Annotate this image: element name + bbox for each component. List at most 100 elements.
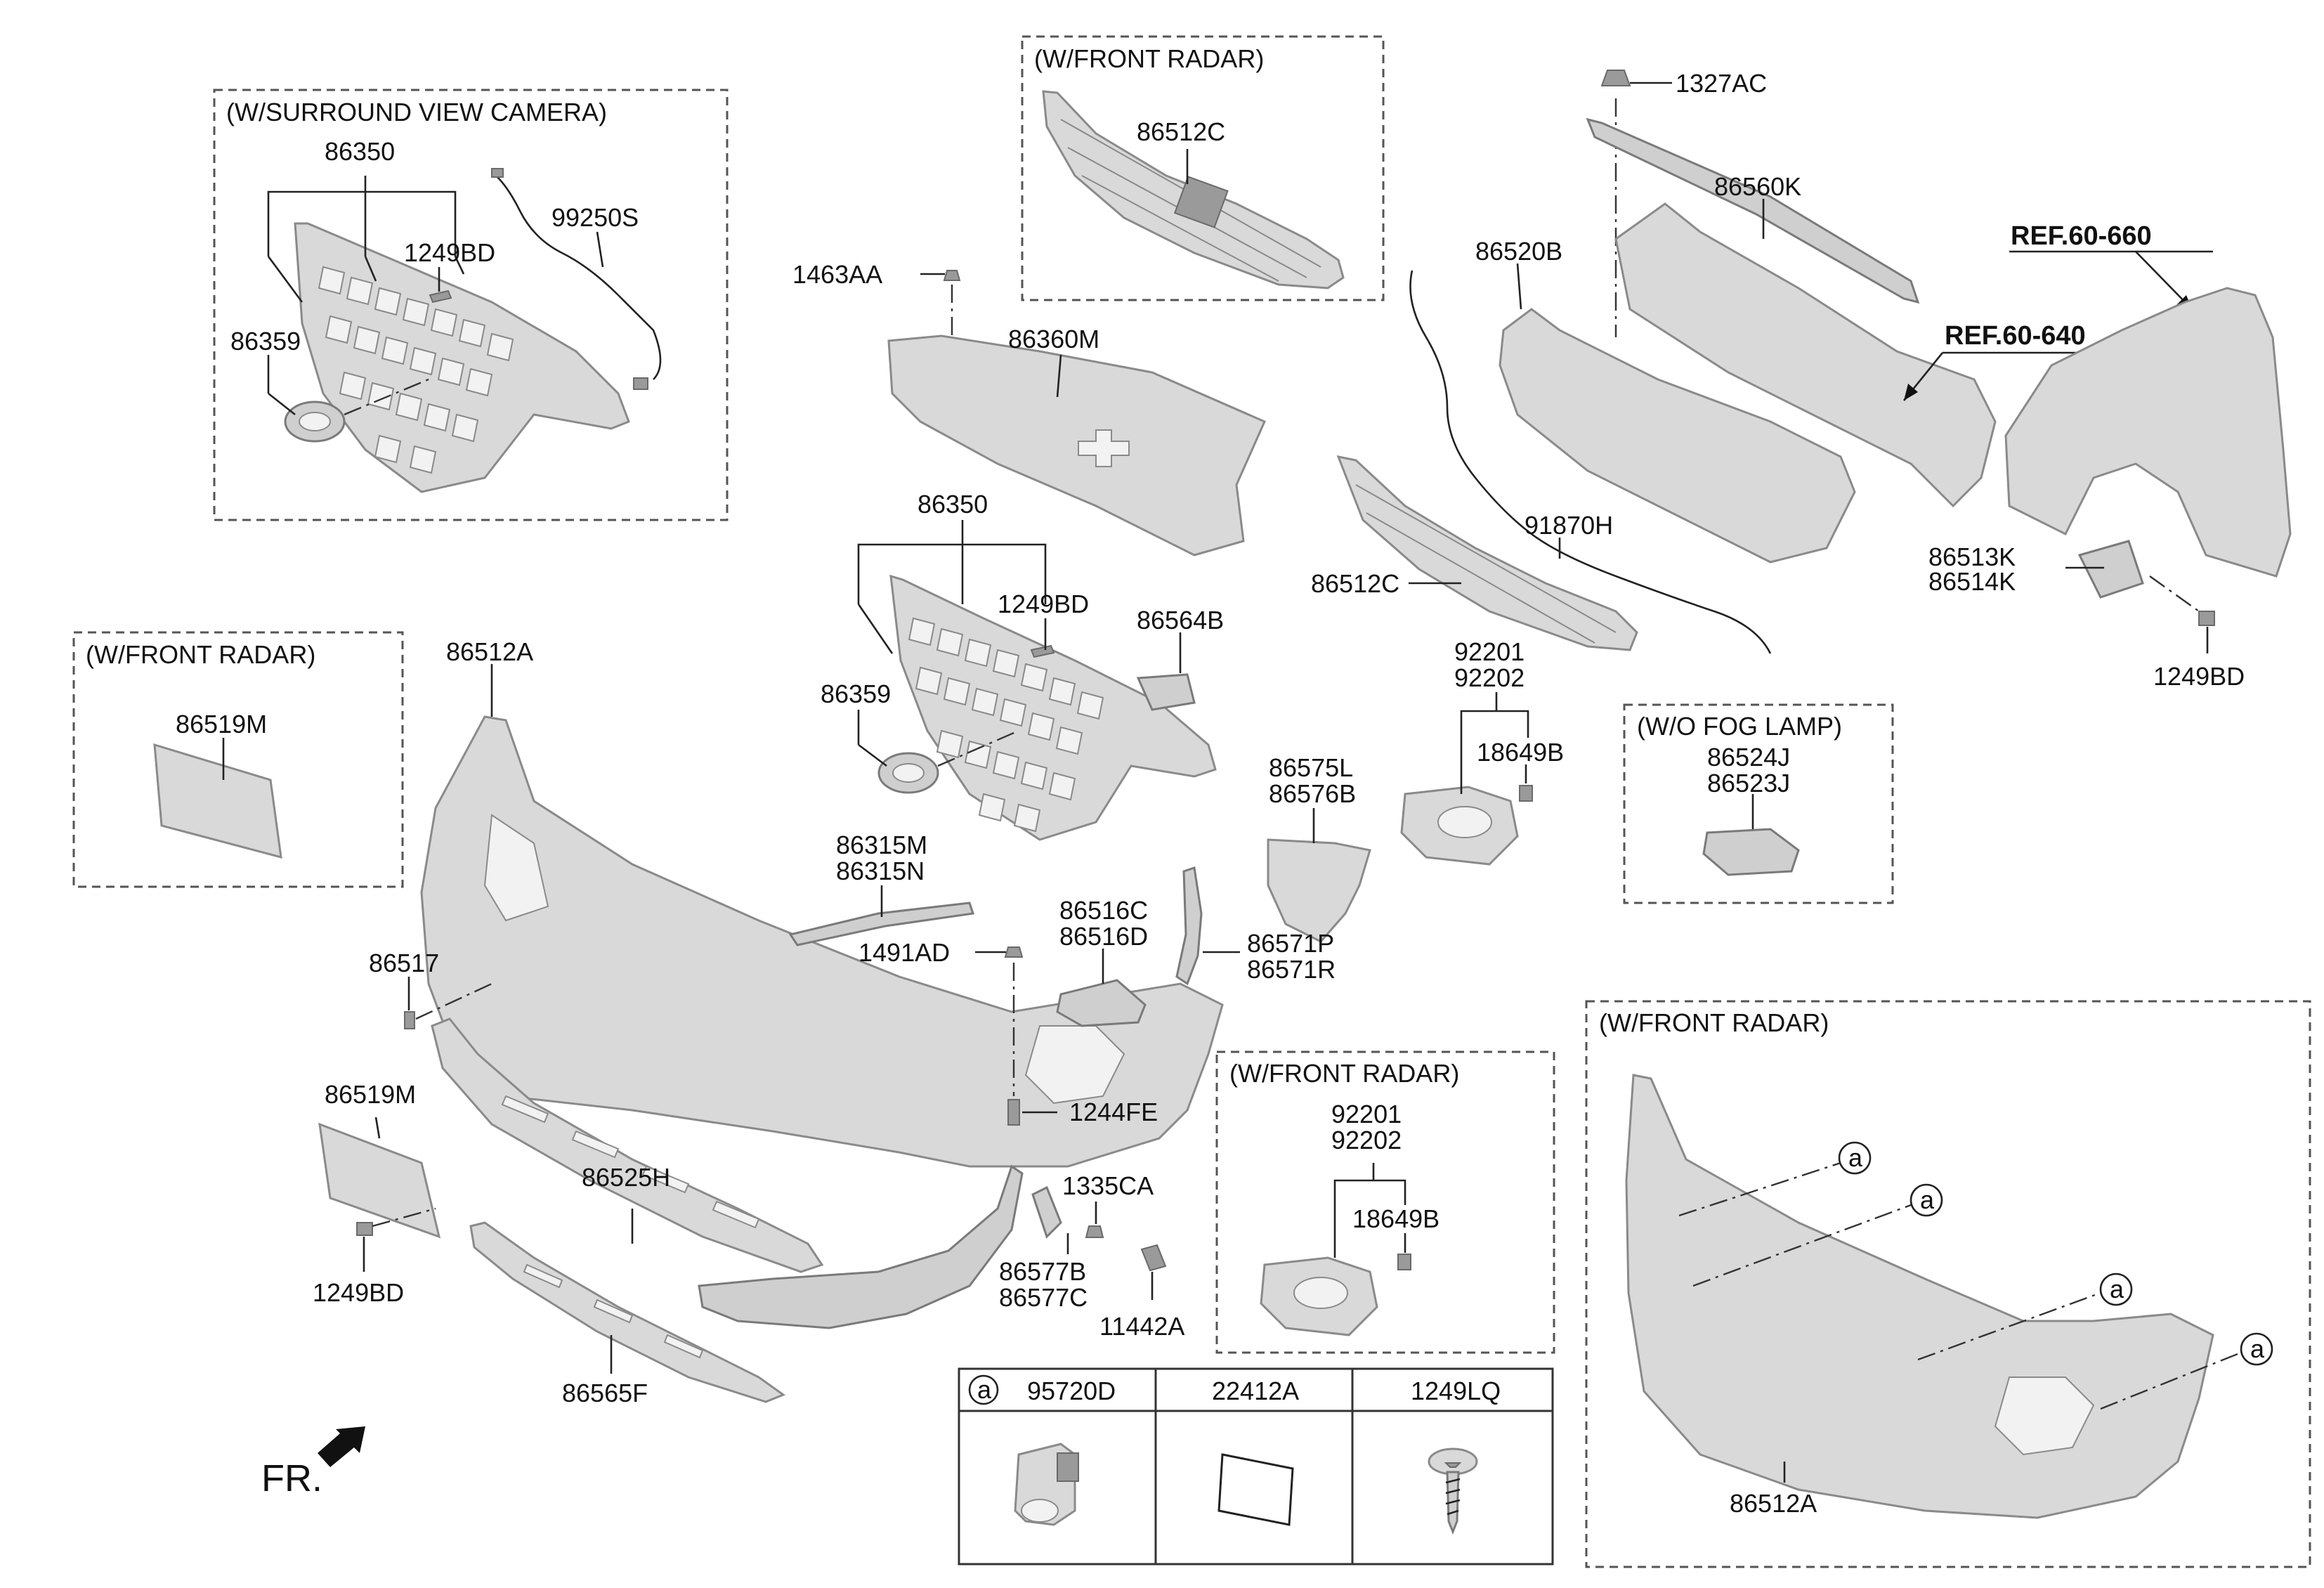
lower-skirt [698,1164,1024,1329]
label-1249bd-svc: 1249BD [404,238,495,267]
label-18649b-a: 18649B [1477,738,1564,767]
emblem-svc-inner [299,412,331,431]
leader-86359-main-b [858,743,887,767]
label-ref640: REF.60-640 [1945,321,2086,351]
skid-plate-86565f [469,1221,786,1403]
leader-86350-svc-m [364,256,377,282]
bracket-86571p [1175,866,1203,986]
fog-lamp-opening-radar [1994,1377,2095,1456]
box-front-radar-top [1021,35,1385,301]
bracket-86577b [1031,1185,1062,1239]
callout-a4-label: a [2250,1334,2265,1363]
label-92202-b: 92202 [1331,1126,1402,1154]
adhesive-pad-icon [1218,1453,1294,1526]
leader-86359-svc-b [268,392,296,416]
label-86315m: 86315M [836,831,927,859]
leader-86350-main [857,543,1047,604]
label-11442a: 11442A [1099,1312,1184,1341]
camera-harness-99250s [491,171,662,380]
direction-arrow-icon [318,1426,365,1467]
box-front-radar-right-label: (W/FRONT RADAR) [1599,1008,1829,1037]
box-front-radar-bottom [1215,1050,1555,1354]
label-86315n: 86315N [836,857,925,885]
direction-label: FR. [261,1457,322,1499]
label-86520b: 86520B [1475,237,1562,266]
emblem-main-inner [892,763,925,783]
label-86577b: 86577B [999,1257,1086,1286]
label-86512a-radar: 86512A [1730,1489,1817,1518]
legend-key: a [977,1375,992,1404]
callout-a2-label: a [1920,1185,1935,1214]
label-86560k: 86560K [1714,172,1801,201]
callout-a1 [1838,1141,1872,1175]
label-92202-a: 92202 [1454,663,1525,692]
label-92201-b: 92201 [1331,1100,1402,1128]
label-86512c-lower: 86512C [1311,569,1399,598]
grille-mesh-main [908,617,1104,833]
clip-1463aa [943,270,961,281]
centerline-emblem-main [937,729,1019,767]
box-front-radar-right [1585,1000,2311,1568]
legend-key-circle [968,1374,999,1405]
label-18649b-b: 18649B [1352,1204,1440,1233]
centerline-a2 [1692,1204,1912,1287]
box-front-radar-left-label: (W/FRONT RADAR) [86,640,315,669]
label-92201-a: 92201 [1454,637,1525,666]
screw-1249bd-main [1030,644,1055,658]
label-86514k: 86514K [1928,567,2016,596]
leader-99250s [596,231,604,268]
label-86576b: 86576B [1269,779,1356,808]
centerline-a4 [2100,1351,2242,1410]
label-1244fe: 1244FE [1069,1098,1158,1126]
bulb-18649b-radar [1397,1254,1411,1270]
upper-carrier-cutout [1078,429,1130,467]
tapping-screw-icon [1428,1447,1478,1535]
fog-lamp-radar-lens [1293,1277,1348,1309]
label-86359-main: 86359 [821,679,891,708]
legend-col2: 22412A [1212,1377,1299,1405]
bolt-1249bd-fender [2198,611,2215,626]
label-1335ca: 1335CA [1062,1171,1154,1200]
bolt-11442a [1140,1244,1167,1272]
leader-86350-main-l [857,604,894,654]
grille-mesh-svc [318,266,514,474]
harness-91870h [1409,270,1772,654]
label-1249bd-lower: 1249BD [313,1278,404,1307]
cap-86517 [404,1011,415,1029]
box-surround-view-camera-label: (W/SURROUND VIEW CAMERA) [226,98,607,126]
box-wo-fog-lamp-label: (W/O FOG LAMP) [1637,712,1842,741]
legend-col3: 1249LQ [1411,1377,1501,1405]
radar-plate-top [1173,176,1229,228]
box-front-radar-left [72,631,404,888]
fog-cover-86524j [1702,828,1800,876]
label-86523j: 86523J [1707,769,1790,798]
label-86571p: 86571P [1247,929,1334,958]
nut-1327ac [1600,70,1631,86]
molding-86315m [788,902,974,946]
label-86516d: 86516D [1059,922,1148,951]
box-front-radar-bottom-label: (W/FRONT RADAR) [1229,1059,1459,1088]
upper-carrier-86360m [887,334,1266,557]
label-86524j: 86524J [1707,743,1790,772]
leader-86350-svc-l [267,256,303,303]
label-86565f: 86565F [562,1379,648,1407]
parking-sensor-icon [1014,1443,1079,1526]
radar-grille-mesh-lower [1355,484,1617,644]
label-86516c: 86516C [1059,896,1148,925]
label-86350-main: 86350 [918,490,988,519]
label-1249bd-main: 1249BD [998,590,1089,618]
box-surround-view-camera [213,89,729,521]
label-86359-svc: 86359 [230,327,301,356]
callout-a3 [2099,1273,2133,1306]
leader-86360m [1056,354,1062,398]
label-86513k: 86513K [1928,542,2016,571]
fog-lamp-lens [1437,806,1492,838]
label-86571r: 86571R [1247,955,1336,984]
legend-table [958,1367,1554,1566]
label-86512a: 86512A [446,637,533,666]
label-1249bd-fender: 1249BD [2153,662,2245,691]
leader-92201 [1460,710,1529,794]
centerline-86517 [415,982,492,1020]
